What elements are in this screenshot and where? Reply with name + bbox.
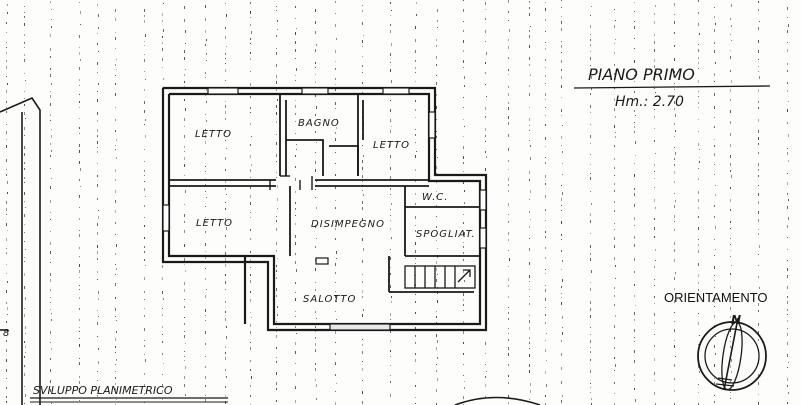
orientation-block: ORIENTAMENTO N <box>664 290 768 391</box>
north-marker: N <box>731 313 741 327</box>
bottom-arc-fragment <box>454 396 541 405</box>
room-label-wc: W.C. <box>422 192 448 203</box>
room-label-bathroom: BAGNO <box>298 118 340 129</box>
floor-title: PIANO PRIMO <box>588 65 695 84</box>
compass-rose <box>697 317 767 391</box>
room-label-bedroom-3: LETTO <box>196 218 233 229</box>
floor-height: Hm.: 2.70 <box>615 94 684 110</box>
margin-digit: 8 <box>3 328 9 339</box>
interior-walls <box>169 94 480 293</box>
window-marks <box>162 87 487 331</box>
floor-title-block: PIANO PRIMO Hm.: 2.70 <box>573 65 771 110</box>
orientation-label: ORIENTAMENTO <box>664 290 768 305</box>
room-label-closet: SPOGLIAT. <box>416 229 476 240</box>
room-label-living-room: SALOTTO <box>303 294 356 305</box>
room-label-bedroom-1: LETTO <box>195 129 232 140</box>
footer-caption: SVILUPPO PLANIMETRICO <box>33 384 173 397</box>
footer-caption-block: SVILUPPO PLANIMETRICO <box>30 384 228 403</box>
room-label-bedroom-2: LETTO <box>373 140 410 151</box>
landing-fixture <box>315 257 329 265</box>
door-marks <box>269 175 313 190</box>
staircase <box>404 265 476 289</box>
room-label-landing: DISIMPEGNO <box>311 219 385 230</box>
adjacent-building-outline <box>0 96 41 405</box>
